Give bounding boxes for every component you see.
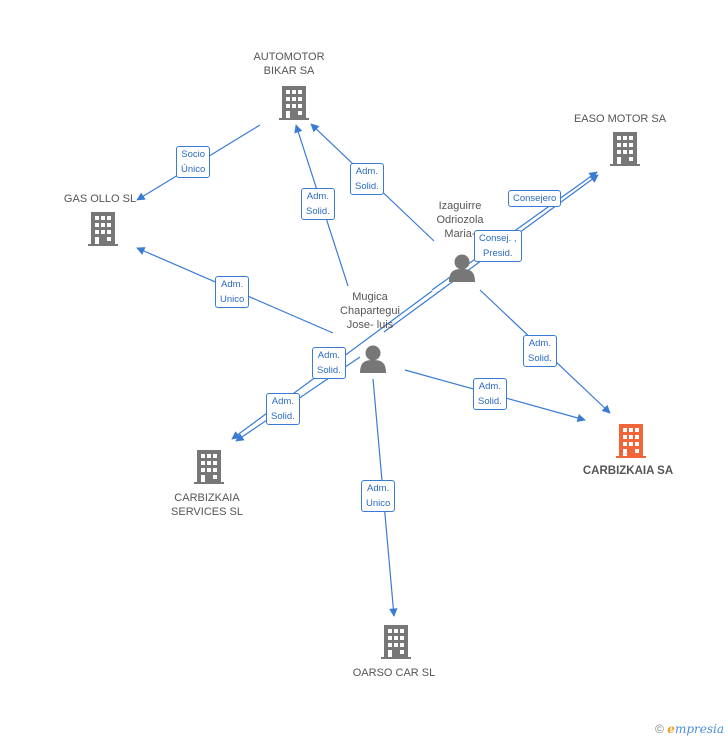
edge-label-consej-presid[interactable]: Consej. , Presid. <box>474 230 522 262</box>
edge-label-adm-solid[interactable]: Adm. Solid. <box>350 163 384 195</box>
oarso-car-building-icon[interactable] <box>381 625 411 661</box>
logo-text: mpresia <box>674 722 724 736</box>
gas-ollo-label[interactable]: GAS OLLO SL <box>50 192 150 206</box>
edge-label-line: Socio <box>181 149 206 160</box>
carbizkaia-sa-building-icon[interactable] <box>616 424 646 460</box>
edge-label-adm-solid[interactable]: Adm. Solid. <box>266 393 300 425</box>
edge-label-adm-solid[interactable]: Adm. Solid. <box>523 335 557 367</box>
edge-label-line: Adm. <box>306 191 329 202</box>
mugica-label[interactable]: Mugica Chapartegui Jose- luis <box>325 290 415 332</box>
automotor-bikar-building-icon[interactable] <box>279 86 309 122</box>
edge-label-line: Adm. <box>528 338 551 349</box>
edge-label-line: Único <box>181 164 206 175</box>
automotor-bikar-label-line: AUTOMOTOR <box>253 51 325 63</box>
logo-initial: e <box>667 722 675 736</box>
easo-motor-label[interactable]: EASO MOTOR SA <box>565 112 675 126</box>
edge-label-adm-solid[interactable]: Adm. Solid. <box>473 378 507 410</box>
edge-label-line: Consej. , <box>479 233 517 244</box>
carbizkaia-sa-label-line: CARBIZKAIA SA <box>582 465 674 477</box>
oarso-car-label-line: OARSO CAR SL <box>352 667 436 679</box>
edge-label-adm-unico[interactable]: Adm. Unico <box>215 276 250 308</box>
edge-label-adm-solid[interactable]: Adm. Solid. <box>301 188 335 220</box>
izaguirre-label[interactable]: Izaguirre Odriozola Maria- <box>420 199 500 241</box>
carbizkaia-services-building-icon[interactable] <box>194 450 224 486</box>
mugica-person-icon[interactable] <box>359 344 387 374</box>
izaguirre-label-line: Izaguirre <box>438 200 482 212</box>
automotor-bikar-label-line: BIKAR SA <box>263 65 315 77</box>
edge-label-line: Adm. <box>355 166 378 177</box>
edge-label-consejero[interactable]: Consejero <box>508 190 562 207</box>
edge-label-line: Adm. <box>367 483 390 494</box>
oarso-car-label[interactable]: OARSO CAR SL <box>344 666 444 680</box>
izaguirre-label-line: Maria- <box>444 228 476 240</box>
mugica-label-line: Mugica <box>352 291 388 303</box>
edge-label-line: Adm. <box>317 350 340 361</box>
edge-label-line: Adm. <box>221 279 244 290</box>
automotor-bikar-label[interactable]: AUTOMOTOR BIKAR SA <box>239 50 339 78</box>
empresia-footer[interactable]: © empresia <box>655 722 724 736</box>
edge-label-line: Solid. <box>355 181 379 192</box>
empresia-logo: empresia <box>667 722 724 736</box>
mugica-label-line: Chapartegui <box>340 305 400 317</box>
carbizkaia-sa-label[interactable]: CARBIZKAIA SA <box>573 464 683 478</box>
edge-label-line: Solid. <box>317 365 341 376</box>
carbizkaia-services-label[interactable]: CARBIZKAIA SERVICES SL <box>157 491 257 519</box>
easo-motor-building-icon[interactable] <box>610 132 640 168</box>
mugica-label-line: Jose- luis <box>346 319 394 331</box>
edge-label-line: Unico <box>220 294 245 305</box>
edge-label-line: Adm. <box>271 396 294 407</box>
copyright-icon: © <box>655 722 664 736</box>
edge-label-line: Unico <box>366 498 391 509</box>
easo-motor-label-line: EASO MOTOR SA <box>573 113 667 125</box>
edge-label-line: Solid. <box>306 206 330 217</box>
edge-label-line: Solid. <box>528 353 552 364</box>
carbizkaia-services-label-line: CARBIZKAIA <box>174 492 240 504</box>
carbizkaia-services-label-line: SERVICES SL <box>171 506 243 518</box>
edge-label-line: Solid. <box>271 411 295 422</box>
izaguirre-label-line: Odriozola <box>436 214 484 226</box>
gas-ollo-label-line: GAS OLLO SL <box>63 193 137 205</box>
izaguirre-person-icon[interactable] <box>448 253 476 283</box>
edge-label-line: Adm. <box>478 381 501 392</box>
edge-label-line: Presid. <box>482 248 513 259</box>
edge-label-adm-solid[interactable]: Adm. Solid. <box>312 347 346 379</box>
edge-label-line: Solid. <box>478 396 502 407</box>
edge-label-socio-unico[interactable]: Socio Único <box>176 146 211 178</box>
gas-ollo-building-icon[interactable] <box>88 212 118 248</box>
edge-label-line: Consejero <box>513 193 557 204</box>
edge-label-adm-unico[interactable]: Adm. Unico <box>361 480 396 512</box>
